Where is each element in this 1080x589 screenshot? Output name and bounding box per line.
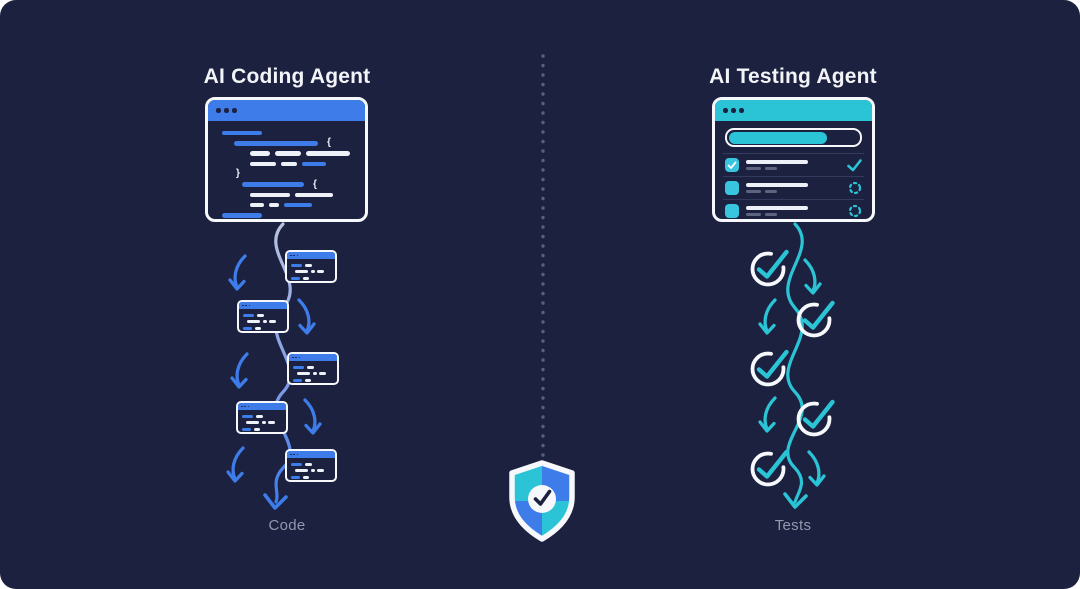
window-dot-icon bbox=[739, 108, 744, 113]
window-dot-icon bbox=[216, 108, 221, 113]
code-line bbox=[216, 190, 357, 200]
check-circle-icon bbox=[748, 445, 792, 489]
code-lines-area: {}{ bbox=[208, 121, 365, 219]
mini-code-window-icon bbox=[287, 352, 339, 385]
test-row-text-bars bbox=[746, 206, 808, 216]
checkbox-icon bbox=[725, 204, 739, 218]
tests-output-label: Tests bbox=[774, 517, 812, 534]
window-dot-icon bbox=[232, 108, 237, 113]
code-line bbox=[216, 149, 357, 159]
test-list-area bbox=[715, 121, 872, 219]
code-line bbox=[216, 210, 357, 219]
mini-code-window-icon bbox=[285, 250, 337, 283]
code-editor-window: {}{ bbox=[205, 97, 368, 222]
code-line: { bbox=[216, 179, 357, 189]
check-circle-icon bbox=[794, 395, 838, 439]
window-dot-icon bbox=[723, 108, 728, 113]
window-dot-icon bbox=[224, 108, 229, 113]
test-row bbox=[723, 153, 864, 176]
dotted-divider bbox=[541, 54, 545, 458]
test-row-text-bars bbox=[746, 183, 808, 193]
right-column-title: AI Testing Agent bbox=[709, 65, 877, 89]
check-circle-icon bbox=[794, 296, 838, 340]
code-line: } bbox=[236, 168, 240, 180]
check-circle-icon bbox=[748, 245, 792, 289]
test-row bbox=[723, 176, 864, 199]
spinner-icon bbox=[848, 181, 862, 195]
mini-code-window-icon bbox=[236, 401, 288, 434]
checkbox-icon bbox=[725, 181, 739, 195]
code-line bbox=[216, 159, 357, 169]
window-titlebar bbox=[208, 100, 365, 121]
test-flow-line bbox=[758, 222, 826, 509]
shield-check-icon bbox=[509, 460, 575, 542]
mini-code-window-icon bbox=[237, 300, 289, 333]
window-titlebar bbox=[715, 100, 872, 121]
mini-code-window-icon bbox=[285, 449, 337, 482]
window-dot-icon bbox=[731, 108, 736, 113]
test-runner-window bbox=[712, 97, 875, 222]
check-icon bbox=[847, 158, 862, 172]
code-line bbox=[216, 200, 357, 210]
progress-bar bbox=[725, 128, 862, 147]
check-circle-icon bbox=[748, 345, 792, 389]
code-line bbox=[216, 128, 357, 138]
left-column-title: AI Coding Agent bbox=[203, 65, 371, 89]
test-row bbox=[723, 199, 864, 219]
spinner-icon bbox=[848, 204, 862, 218]
progress-fill bbox=[728, 131, 828, 144]
code-line: { bbox=[216, 138, 357, 148]
test-row-text-bars bbox=[746, 160, 808, 170]
checkbox-icon bbox=[725, 158, 739, 172]
code-output-label: Code bbox=[268, 517, 306, 534]
